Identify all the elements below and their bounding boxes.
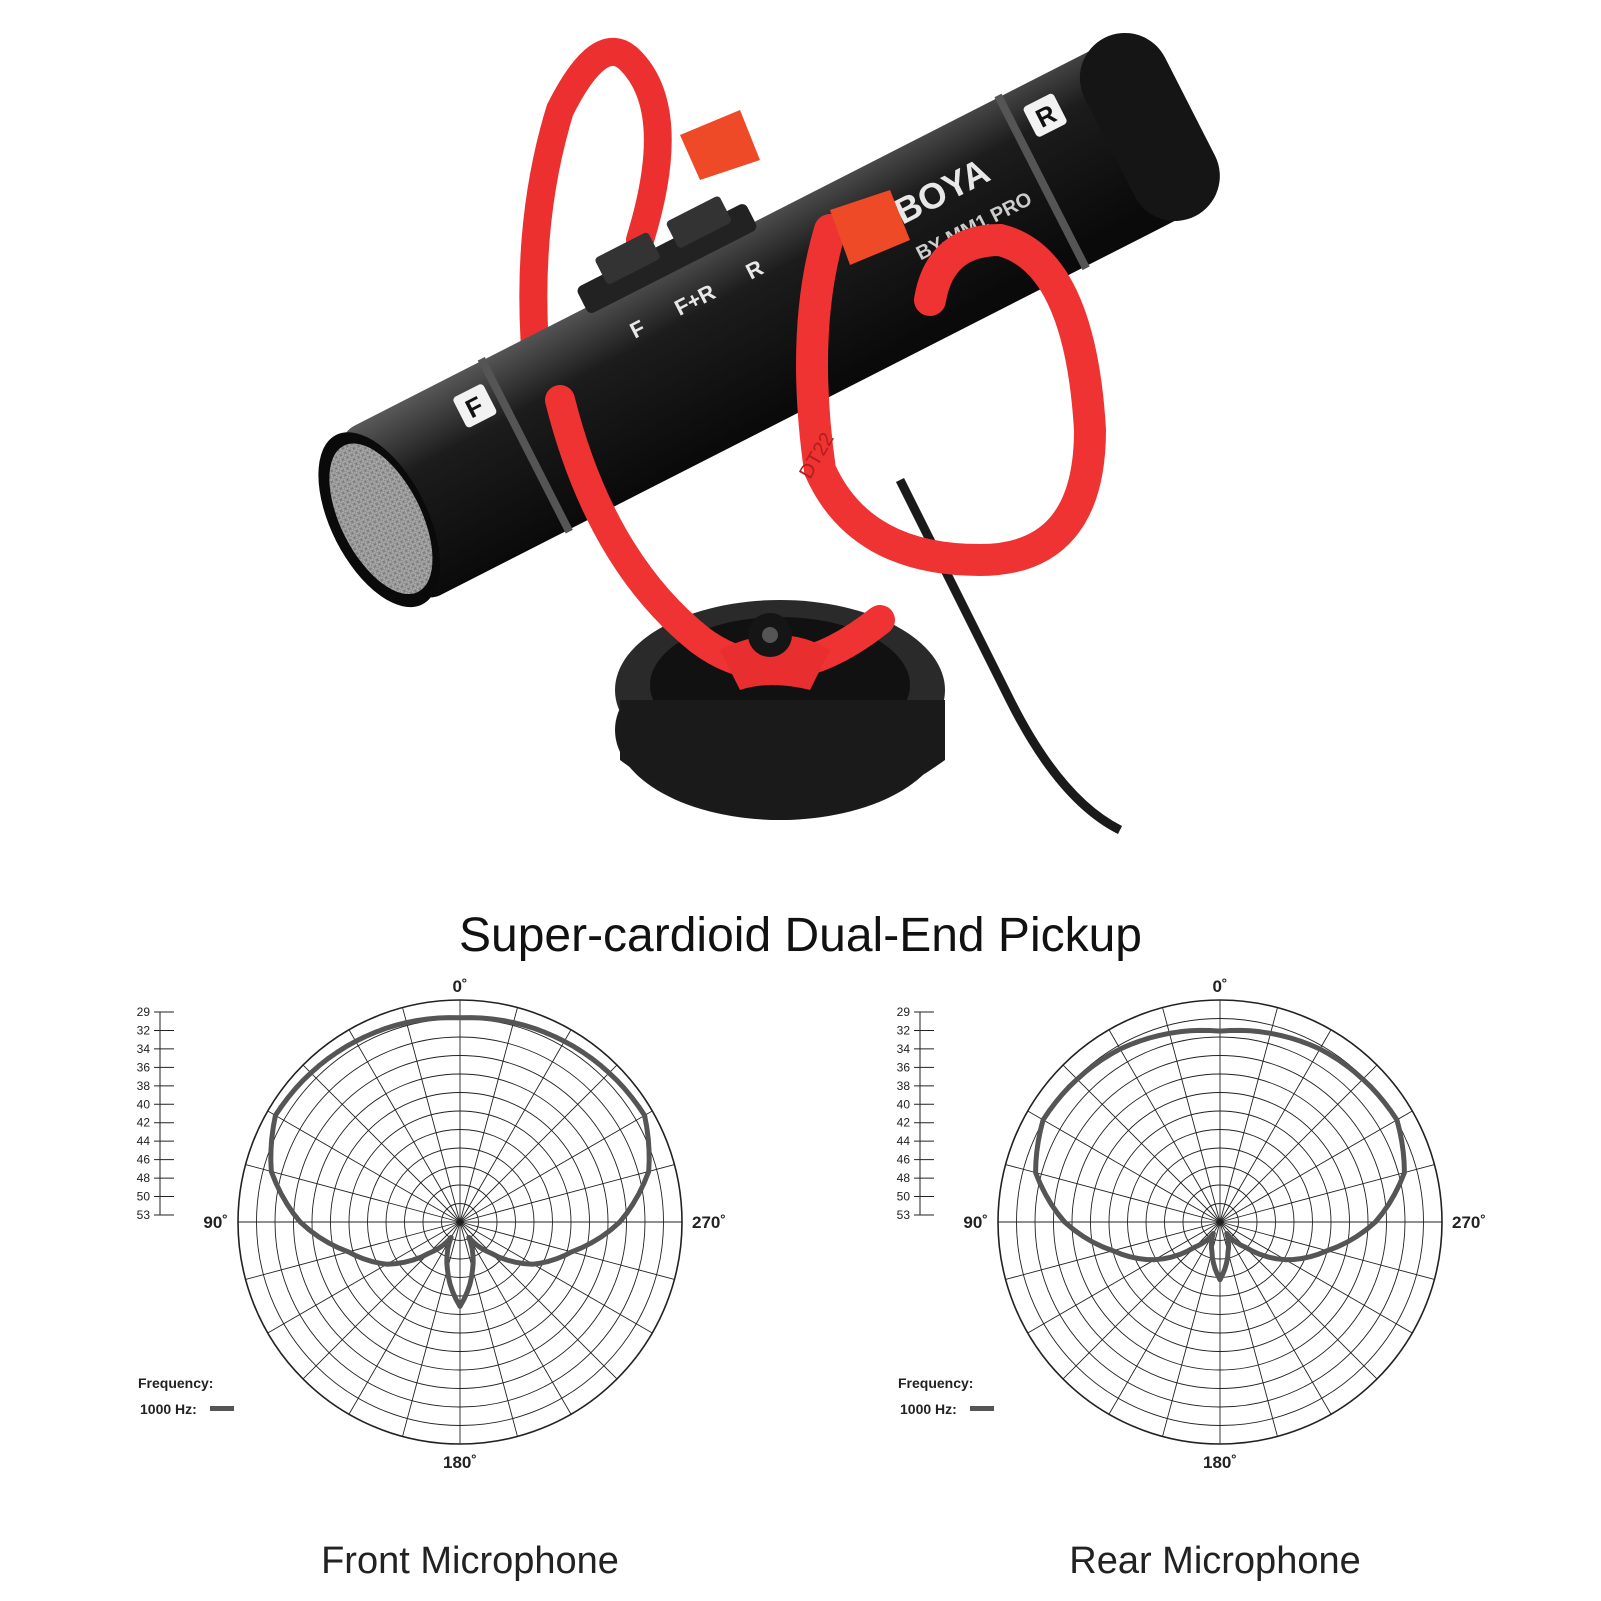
grid-spoke: [1027, 1221, 1221, 1334]
grid-spoke: [402, 1007, 461, 1223]
grid-spoke: [245, 1164, 461, 1223]
grid-spoke: [459, 1221, 653, 1334]
scale-tick-label: 53: [897, 1208, 911, 1222]
scale-tick-label: 38: [897, 1079, 911, 1093]
legend-swatch: [210, 1406, 234, 1411]
polar-chart-front: 29 32 34 36 38 40 42 44 46 48 50 53 0˚ 90˚ 180˚ 270˚ Fre…: [137, 977, 726, 1472]
grid-spoke: [459, 1164, 675, 1223]
scale-tick-label: 29: [137, 1005, 151, 1019]
grid-spoke: [459, 1221, 572, 1415]
scale-tick-label: 48: [897, 1171, 911, 1185]
angle-label: 0˚: [452, 977, 467, 996]
grid-spoke: [302, 1221, 461, 1380]
grid-spoke: [1219, 1110, 1413, 1223]
scale-tick-label: 34: [137, 1042, 151, 1056]
scale-tick-label: 50: [137, 1190, 151, 1204]
grid-spoke: [1108, 1221, 1221, 1415]
scale-tick-label: 50: [897, 1190, 911, 1204]
polar-pattern-1000hz: [268, 1015, 652, 1309]
legend-swatch: [970, 1406, 994, 1411]
grid-spoke: [1219, 1029, 1332, 1223]
shock-band-front: DT22: [545, 110, 1107, 690]
scale-tick-label: 46: [897, 1153, 911, 1167]
polar-chart-rear: 29 32 34 36 38 40 42 44 46 48 50 53 0˚ 90˚ 180˚ 270˚ Fre…: [897, 977, 1486, 1472]
grid-spoke: [348, 1029, 461, 1223]
grid-spoke: [459, 1221, 518, 1437]
scale-tick-label: 36: [137, 1060, 151, 1074]
microphone-body: F R F F+R R BOYA BY-MM1 PRO: [318, 32, 1220, 608]
scale-tick-label: 44: [897, 1134, 911, 1148]
angle-label: 90˚: [963, 1213, 988, 1232]
angle-label: 270˚: [1452, 1213, 1486, 1232]
legend-entry-label: 1000 Hz:: [140, 1401, 197, 1417]
cable: [895, 477, 1123, 835]
headline: Super-cardioid Dual-End Pickup: [458, 909, 1142, 962]
grid-spoke: [459, 1221, 618, 1380]
grid-spoke: [1162, 1007, 1221, 1223]
scale-tick-label: 38: [137, 1079, 151, 1093]
polar-pattern-1000hz: [1033, 1027, 1407, 1283]
grid-spoke: [348, 1221, 461, 1415]
scale-tick-label: 42: [137, 1116, 151, 1130]
grid-spoke: [1219, 1164, 1435, 1223]
scale-tick-label: 48: [137, 1171, 151, 1185]
grid-spoke: [267, 1110, 461, 1223]
grid-spoke: [267, 1221, 461, 1334]
caption-rear-microphone: Rear Microphone: [1069, 1540, 1361, 1582]
legend-title: Frequency:: [138, 1375, 213, 1391]
grid-spoke: [1219, 1221, 1413, 1334]
angle-label: 180˚: [443, 1453, 477, 1472]
grid-spoke: [1005, 1164, 1221, 1223]
shock-band-rear: [519, 37, 672, 414]
grid-spoke: [245, 1221, 461, 1280]
scale-tick-label: 29: [897, 1005, 911, 1019]
scale-tick-label: 32: [897, 1023, 911, 1037]
grid-spoke: [459, 1029, 572, 1223]
grid-spoke: [459, 1007, 518, 1223]
angle-label: 90˚: [203, 1213, 228, 1232]
angle-label: 0˚: [1212, 977, 1227, 996]
legend-entry-label: 1000 Hz:: [900, 1401, 957, 1417]
grid-spoke: [459, 1221, 675, 1280]
scale-tick-label: 40: [137, 1097, 151, 1111]
scale-tick-label: 46: [137, 1153, 151, 1167]
grid-spoke: [459, 1064, 618, 1223]
scale-tick-label: 42: [897, 1116, 911, 1130]
grid-spoke: [1027, 1110, 1221, 1223]
grid-spoke: [302, 1064, 461, 1223]
grid-spoke: [1062, 1064, 1221, 1223]
legend-title: Frequency:: [898, 1375, 973, 1391]
grid-spoke: [1219, 1064, 1378, 1223]
caption-front-microphone: Front Microphone: [321, 1540, 619, 1582]
scale-tick-label: 44: [137, 1134, 151, 1148]
scale-tick-label: 40: [897, 1097, 911, 1111]
grid-spoke: [402, 1221, 461, 1437]
scale-tick-label: 34: [897, 1042, 911, 1056]
angle-label: 270˚: [692, 1213, 726, 1232]
angle-label: 180˚: [1203, 1453, 1237, 1472]
scale-tick-label: 36: [897, 1060, 911, 1074]
grid-spoke: [1219, 1007, 1278, 1223]
scale-tick-label: 32: [137, 1023, 151, 1037]
grid-spoke: [1219, 1221, 1332, 1415]
grid-spoke: [1108, 1029, 1221, 1223]
scale-tick-label: 53: [137, 1208, 151, 1222]
grid-spoke: [459, 1110, 653, 1223]
microphone-product-photo: F R F F+R R BOYA BY-MM1 PRO DT22: [318, 32, 1220, 835]
